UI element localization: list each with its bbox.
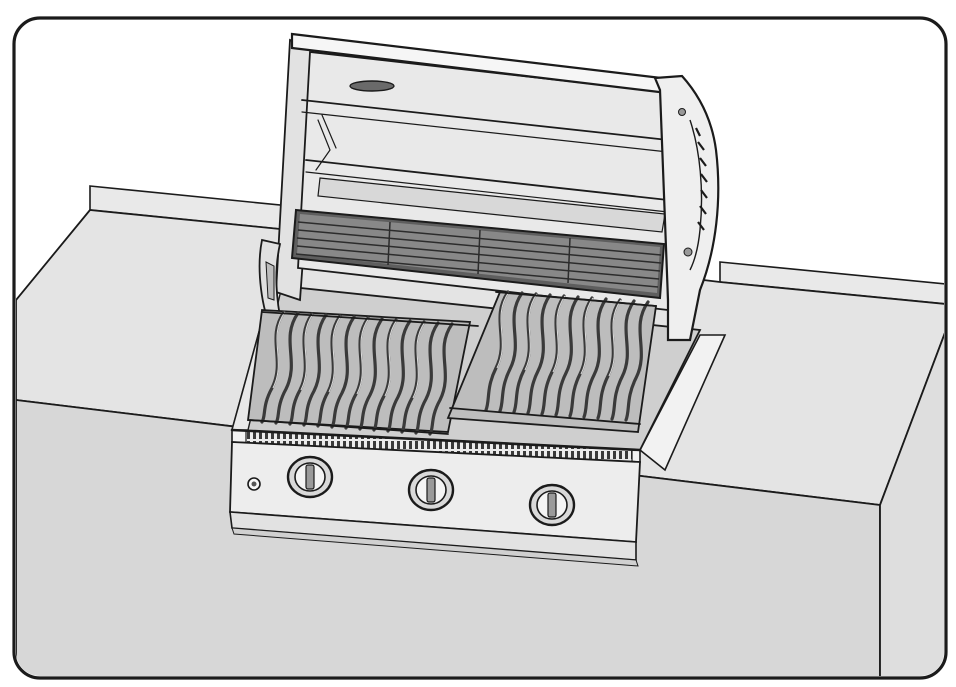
grill-front-panel xyxy=(229,429,641,567)
warming-rack xyxy=(290,208,666,300)
left-lid-bracket xyxy=(258,238,284,332)
counter-side xyxy=(879,329,944,676)
control-knob-left xyxy=(286,455,334,499)
control-knob-center xyxy=(407,468,455,512)
cooking-grate-left xyxy=(246,309,479,436)
ignition-button-icon xyxy=(247,477,261,491)
lid-end-cap xyxy=(653,74,720,342)
brand-badge-icon xyxy=(349,80,395,92)
control-knob-right xyxy=(528,483,576,527)
cooking-grate-right xyxy=(446,290,658,433)
